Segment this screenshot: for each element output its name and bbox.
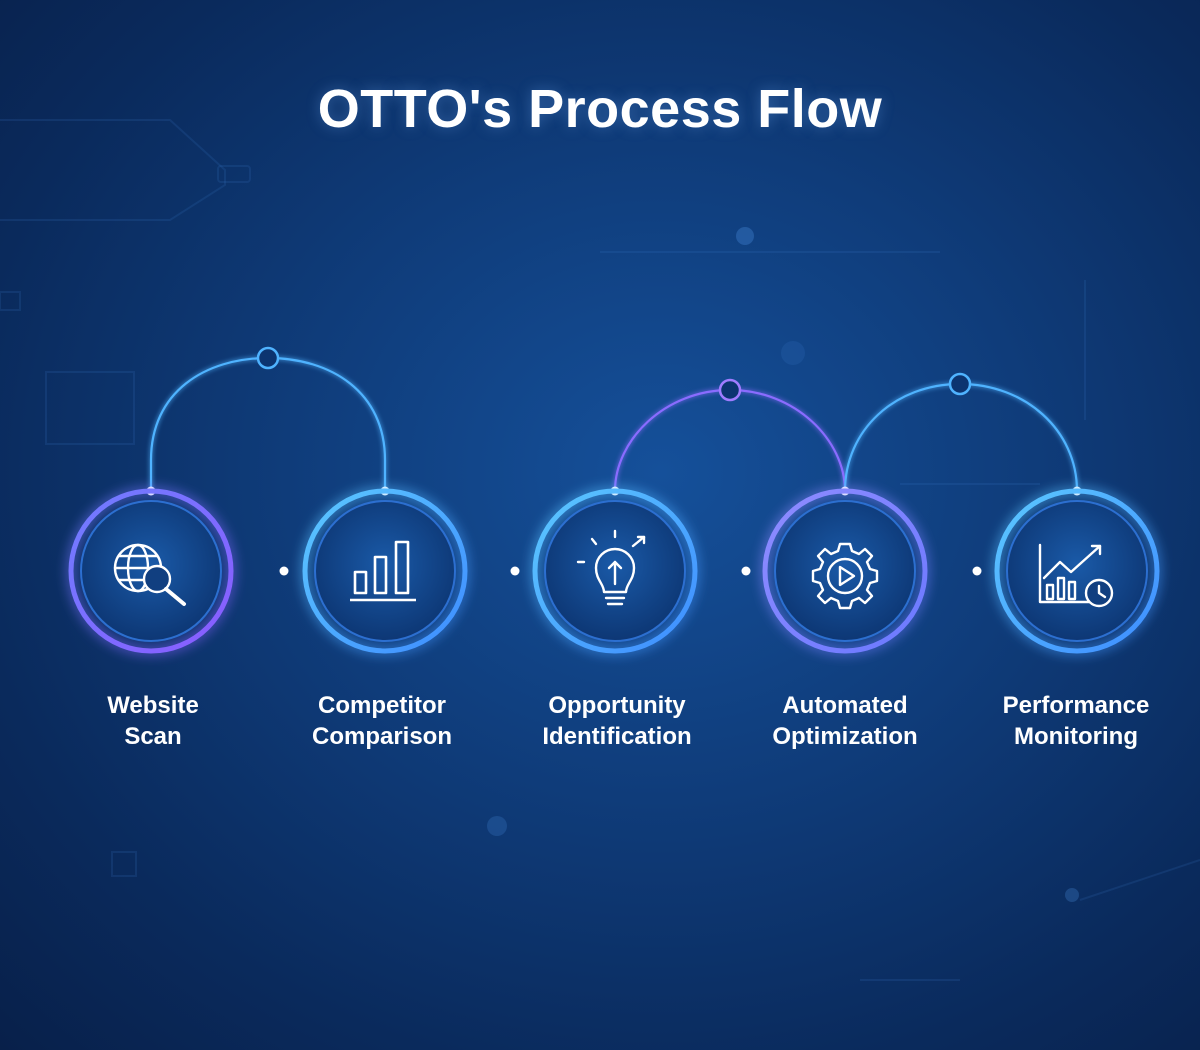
step-3-label-line1: Opportunity xyxy=(548,692,686,719)
step-1-label-line1: Website xyxy=(107,692,199,719)
step-3-node xyxy=(532,488,698,654)
arc-node-3 xyxy=(948,372,972,396)
globe-search-icon xyxy=(113,543,186,606)
step-4-node xyxy=(762,488,928,654)
step-4-label: Automated Optimization xyxy=(735,690,955,752)
step-5-node xyxy=(994,488,1160,654)
step-2-label-line1: Competitor xyxy=(318,692,446,719)
step-3-label-line2: Identification xyxy=(542,723,692,750)
arc-node-2 xyxy=(718,378,742,402)
step-5-label-line2: Monitoring xyxy=(1014,723,1138,750)
step-4-label-line1: Automated xyxy=(782,692,908,719)
step-3-label: Opportunity Identification xyxy=(507,690,727,752)
step-1-label-line2: Scan xyxy=(124,723,182,750)
bar-chart-icon xyxy=(350,540,416,602)
step-4-label-line2: Optimization xyxy=(772,723,918,750)
step-2-label: Competitor Comparison xyxy=(272,690,492,752)
connector-dot xyxy=(972,566,982,576)
step-1-label: Website Scan xyxy=(43,690,263,752)
step-2-node xyxy=(302,488,468,654)
connector-dot xyxy=(510,566,520,576)
connector-dot xyxy=(279,566,289,576)
connector-dot xyxy=(741,566,751,576)
gear-play-icon xyxy=(811,542,879,610)
page-title: OTTO's Process Flow xyxy=(317,79,883,139)
arc-1-2 xyxy=(149,356,387,491)
arc-node-1 xyxy=(256,346,280,370)
lightbulb-icon xyxy=(576,529,646,606)
growth-chart-clock-icon xyxy=(1038,543,1114,608)
arc-4-5 xyxy=(843,382,1079,492)
step-5-label-line1: Performance xyxy=(1002,692,1150,719)
arc-3-4 xyxy=(613,388,847,492)
step-5-label: Performance Monitoring xyxy=(966,690,1186,752)
step-2-label-line2: Comparison xyxy=(311,723,452,750)
step-1-node xyxy=(68,488,234,654)
